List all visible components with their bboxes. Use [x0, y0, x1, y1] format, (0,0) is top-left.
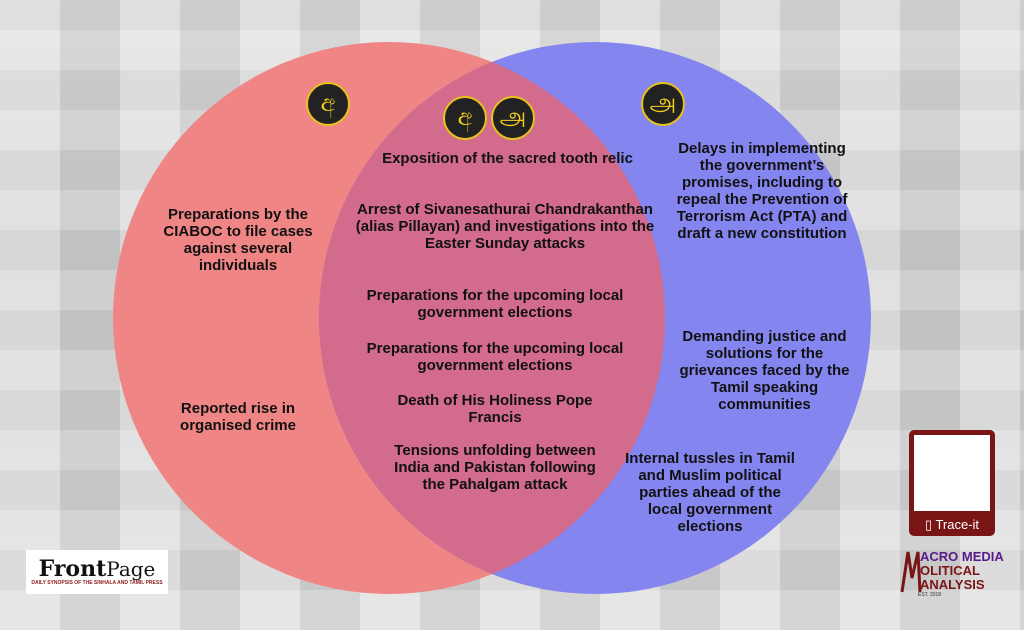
qr-code[interactable]: ▯ Trace-it: [909, 430, 995, 536]
qr-code-image: [914, 435, 990, 511]
right-item: Demanding justice and solutions for the …: [679, 328, 850, 413]
frontpage-logo: FrontPage DAILY SYNOPSIS OF THE SINHALA …: [26, 550, 168, 594]
tamil-letter-badge: அ: [641, 82, 685, 126]
trace-it-label: ▯ Trace-it: [924, 517, 980, 532]
tamil-letter-badge: அ: [491, 96, 535, 140]
center-item: Arrest of Sivanesathurai Chandrakanthan …: [355, 201, 655, 252]
left-item: Reported rise in organised crime: [180, 400, 296, 434]
center-item: Preparations for the upcoming local gove…: [366, 287, 624, 321]
center-item: Preparations for the upcoming local gove…: [366, 340, 624, 374]
sinhala-letter-badge: අ: [306, 82, 350, 126]
center-item: Death of His Holiness Pope Francis: [397, 392, 593, 426]
right-item: Internal tussles in Tamil and Muslim pol…: [625, 450, 795, 535]
sinhala-letter-badge: අ: [443, 96, 487, 140]
center-item: Exposition of the sacred tooth relic: [382, 150, 633, 167]
left-item: Preparations by the CIABOC to file cases…: [163, 206, 313, 274]
overlap-region: [319, 42, 665, 594]
center-item: Tensions unfolding between India and Pak…: [394, 442, 596, 493]
right-item: Delays in implementing the government’s …: [676, 140, 848, 242]
macro-logo-mark: [900, 551, 922, 593]
